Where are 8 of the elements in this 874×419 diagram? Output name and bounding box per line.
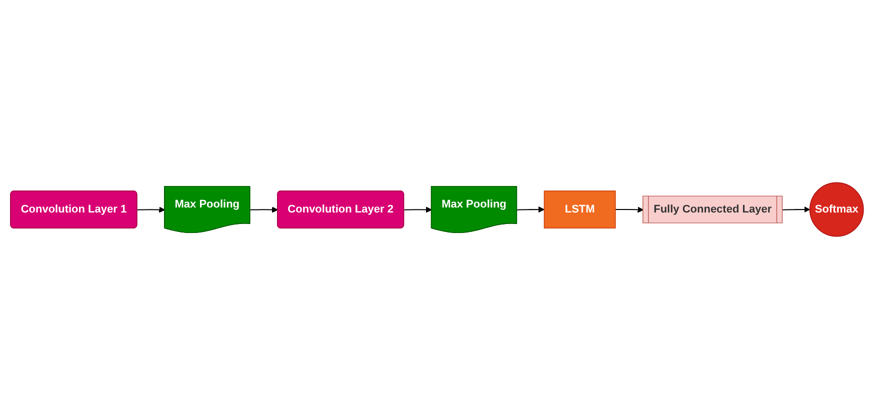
arrow — [782, 206, 810, 213]
arrow — [615, 206, 644, 213]
arrow — [250, 206, 278, 213]
arrow — [404, 206, 432, 213]
node-box: LSTM — [544, 190, 616, 228]
arrow — [137, 206, 166, 213]
arrow — [517, 206, 544, 213]
node-circle: Softmax — [809, 182, 864, 237]
